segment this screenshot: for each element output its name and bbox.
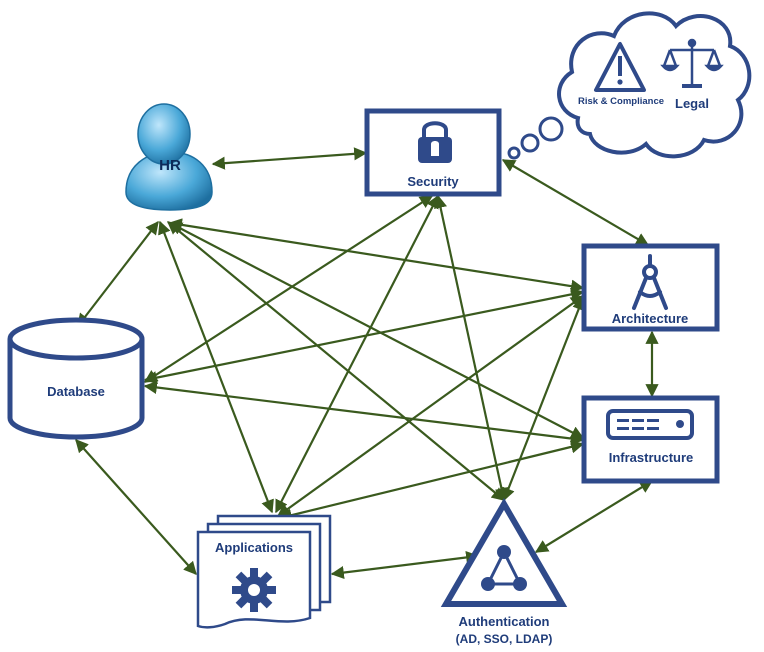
gear-icon [232,568,276,612]
authentication-sublabel: (AD, SSO, LDAP) [456,632,553,646]
node-infrastructure[interactable]: Infrastructure [581,395,720,484]
edge-security-database [143,195,434,383]
edges-group [75,147,659,580]
edge-applications-authentication [330,550,480,580]
node-applications[interactable]: Applications [196,514,332,629]
warning-icon [594,42,646,92]
edge-hr-database [77,220,159,328]
edge-infrastructure-applications [278,440,585,522]
edge-database-applications [75,439,197,575]
edge-architecture-authentication [502,296,585,502]
edge-architecture-applications [276,295,585,517]
node-architecture[interactable]: Architecture [581,243,720,332]
security-label: Security [407,174,459,189]
legal-label: Legal [675,96,709,111]
database-label: Database [47,384,105,399]
database-cylinder [7,339,145,440]
edge-security-architecture [501,159,650,246]
node-database[interactable]: Database [7,317,145,440]
scales-of-justice-icon [660,38,724,88]
thought-bubble-medium [520,133,540,153]
architecture-label: Architecture [612,311,689,326]
node-security[interactable]: Security [364,108,502,197]
infrastructure-label: Infrastructure [609,450,694,465]
server-icon [606,409,694,440]
cloud-shape [557,11,752,159]
edge-architecture-database [143,287,585,385]
edge-hr-applications [158,220,274,514]
hr-label: HR [159,157,181,174]
authentication-label: Authentication [459,614,550,629]
risk-compliance-label: Risk & Compliance [578,96,664,107]
person-icon [125,103,213,211]
node-authentication[interactable]: Authentication (AD, SSO, LDAP) [440,498,568,646]
edge-hr-security [211,147,368,170]
edge-infrastructure-authentication [534,480,654,553]
database-top [7,317,145,361]
thought-bubble-large [538,116,564,142]
compass-icon [632,254,668,310]
thought-bubble-small [507,146,521,160]
applications-label: Applications [215,540,293,555]
node-hr[interactable]: HR [125,103,213,211]
thought-cloud: Risk & Compliance Legal [507,11,752,160]
edge-database-infrastructure [143,380,585,446]
network-icon [481,545,527,591]
padlock-icon [418,121,452,163]
